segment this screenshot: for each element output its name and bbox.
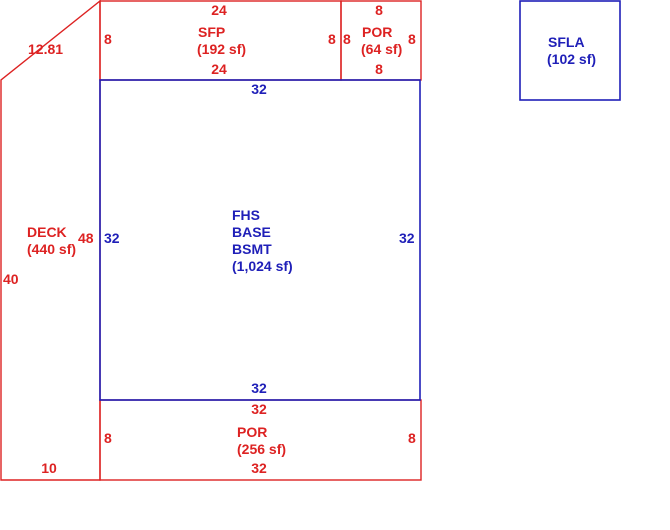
por-top-dim-bottom: 8 <box>375 61 383 77</box>
por-top-dim-right: 8 <box>408 31 416 47</box>
por-bottom-label: POR <box>237 424 267 440</box>
sfp-label: SFP <box>198 24 225 40</box>
por-top-area: (64 sf) <box>361 41 402 57</box>
por-bottom-area: (256 sf) <box>237 441 286 457</box>
base-outline <box>99 79 421 401</box>
sfp-dim-left: 8 <box>104 31 112 47</box>
por-top-label: POR <box>362 24 392 40</box>
por-bottom-dim-left: 8 <box>104 430 112 446</box>
base-area: (1,024 sf) <box>232 258 293 274</box>
por-bottom-dim-top: 32 <box>251 401 267 417</box>
deck-dim-left: 40 <box>3 271 19 287</box>
deck-label: DECK <box>27 224 67 240</box>
base-label-line2: BASE <box>232 224 271 240</box>
por-bottom-dim-right: 8 <box>408 430 416 446</box>
por-top-dim-left: 8 <box>343 31 351 47</box>
base-dim-right: 32 <box>399 230 415 246</box>
sfla-label: SFLA <box>548 34 585 50</box>
base-dim-left: 32 <box>104 230 120 246</box>
base-dim-bottom: 32 <box>251 380 267 396</box>
base-label-line1: FHS <box>232 207 260 223</box>
deck-area: (440 sf) <box>27 241 76 257</box>
por-bottom-dim-bottom: 32 <box>251 460 267 476</box>
base-label-line3: BSMT <box>232 241 272 257</box>
por-top-dim-top: 8 <box>375 2 383 18</box>
sfla-area: (102 sf) <box>547 51 596 67</box>
base-dim-top: 32 <box>251 81 267 97</box>
sfla-outline <box>519 0 621 101</box>
sfp-dim-bottom: 24 <box>211 61 227 77</box>
sfp-dim-top: 24 <box>211 2 227 18</box>
sfp-area: (192 sf) <box>197 41 246 57</box>
deck-dim-diagonal: 12.81 <box>28 41 63 57</box>
deck-dim-right: 48 <box>78 230 94 246</box>
deck-dim-bottom: 10 <box>41 460 57 476</box>
sfp-dim-right: 8 <box>328 31 336 47</box>
